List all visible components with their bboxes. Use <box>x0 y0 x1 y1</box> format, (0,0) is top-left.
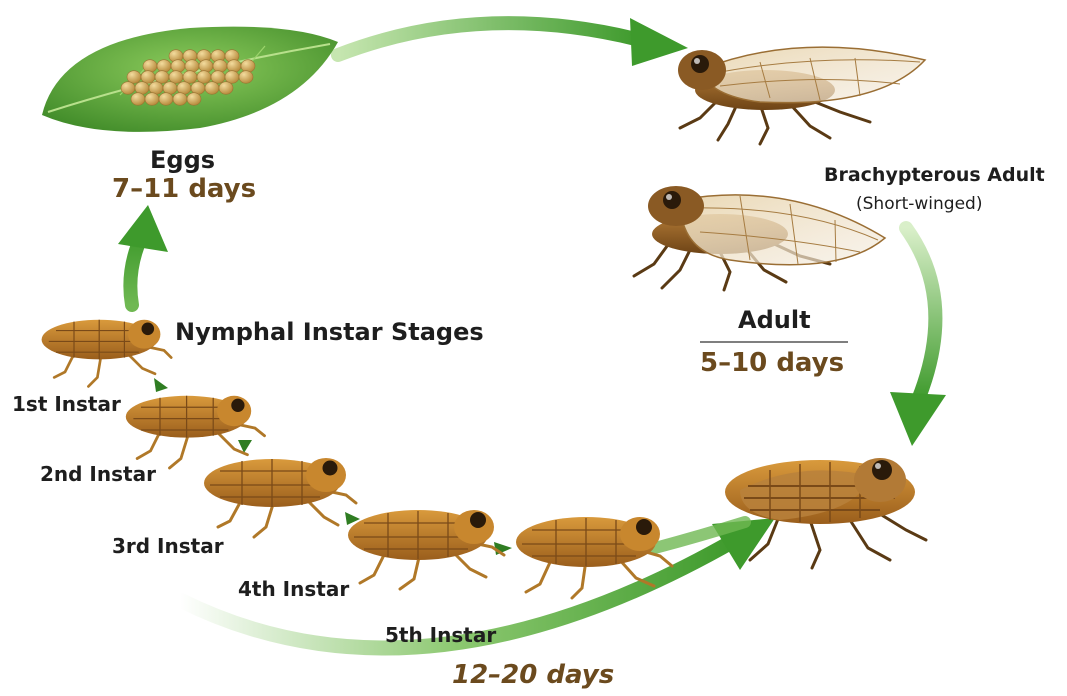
nymph-3rd-instar <box>204 458 356 537</box>
egg <box>159 93 173 106</box>
brachypterous-label: Brachypterous Adult <box>824 164 1045 186</box>
nymphal-stages-label: Nymphal Instar Stages <box>175 318 484 346</box>
egg <box>205 82 219 95</box>
eggs-label: Eggs <box>150 146 215 174</box>
instar-2-label: 2nd Instar <box>40 462 156 486</box>
egg <box>185 60 199 73</box>
egg <box>183 71 197 84</box>
instar-4-label: 4th Instar <box>238 577 349 601</box>
egg <box>131 93 145 106</box>
egg <box>127 71 141 84</box>
egg <box>143 60 157 73</box>
instar-1-label: 1st Instar <box>12 392 121 416</box>
egg <box>135 82 149 95</box>
adult-duration: 5–10 days <box>700 348 844 378</box>
egg <box>149 82 163 95</box>
eggs-duration: 7–11 days <box>112 174 256 204</box>
egg <box>157 60 171 73</box>
brachypterous-adult-insect <box>678 47 925 144</box>
egg <box>145 93 159 106</box>
adult-insect <box>634 186 885 290</box>
egg <box>171 60 185 73</box>
instar-3-label: 3rd Instar <box>112 534 224 558</box>
nymph-2nd-instar <box>126 396 265 468</box>
brachypterous-note: (Short-winged) <box>856 194 982 214</box>
small-arrow-1 <box>154 378 168 392</box>
arrow-eggs-to-brachypterous <box>338 18 688 66</box>
arrow-adult-to-gravid-female <box>890 228 946 446</box>
instar-5-label: 5th Instar <box>385 623 496 647</box>
egg <box>211 71 225 84</box>
egg <box>177 82 191 95</box>
egg <box>225 71 239 84</box>
nymph-4th-instar <box>348 510 504 589</box>
egg <box>227 60 241 73</box>
egg <box>169 71 183 84</box>
egg <box>239 71 253 84</box>
leaf-with-eggs <box>42 27 338 132</box>
egg <box>187 93 201 106</box>
egg <box>241 60 255 73</box>
egg <box>219 82 233 95</box>
egg <box>173 93 187 106</box>
adult-label: Adult <box>738 306 811 334</box>
short-winged-adult-insect <box>725 458 926 568</box>
egg <box>155 71 169 84</box>
egg <box>163 82 177 95</box>
nymph-duration: 12–20 days <box>452 660 614 690</box>
egg <box>213 60 227 73</box>
egg <box>197 71 211 84</box>
egg <box>121 82 135 95</box>
egg <box>191 82 205 95</box>
egg <box>199 60 213 73</box>
arrow-nymph-to-eggs <box>118 205 168 305</box>
egg <box>141 71 155 84</box>
nymph-1st-instar <box>42 320 172 387</box>
